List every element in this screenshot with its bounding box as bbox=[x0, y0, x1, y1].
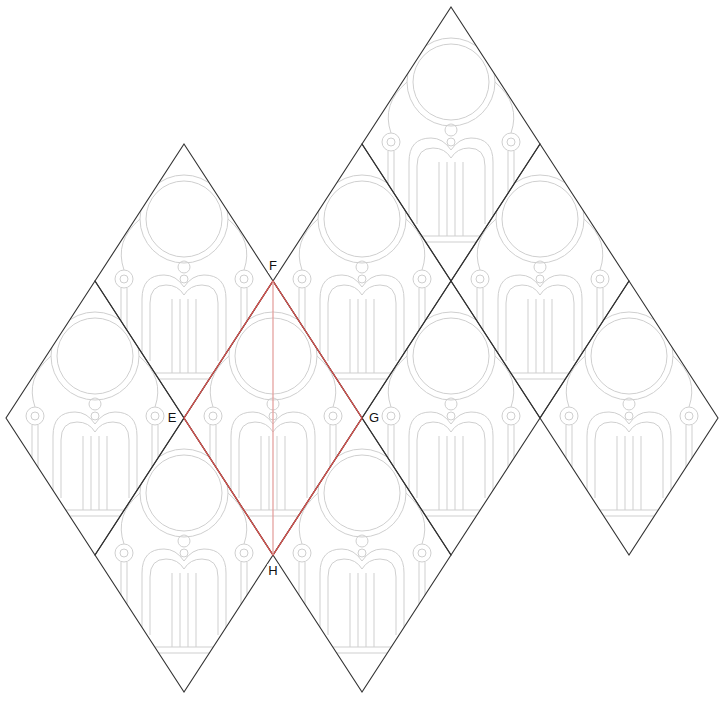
rhombus-tile bbox=[540, 281, 718, 555]
vertex-label: G bbox=[368, 411, 380, 425]
highlight-rhombus bbox=[184, 281, 362, 555]
ornament bbox=[288, 0, 723, 653]
rhombus-tile bbox=[95, 144, 273, 418]
ornament bbox=[199, 0, 703, 516]
ornament bbox=[110, 175, 614, 705]
ornament bbox=[21, 38, 525, 705]
rhombus-tile bbox=[184, 281, 362, 555]
vertex-label: F bbox=[268, 259, 278, 273]
rhombus-tile bbox=[273, 418, 451, 692]
highlight-layer bbox=[184, 281, 362, 555]
ornament bbox=[377, 38, 723, 705]
ornament bbox=[199, 38, 703, 705]
rhombus-tile bbox=[362, 281, 540, 555]
rhombus-tile bbox=[362, 7, 540, 281]
vertex-label: E bbox=[167, 411, 178, 425]
rhombus-tile bbox=[273, 144, 451, 418]
ornament bbox=[0, 38, 347, 705]
ornament bbox=[0, 175, 436, 705]
rhombus-tile bbox=[6, 281, 184, 555]
vertex-label: H bbox=[267, 564, 278, 578]
ornament bbox=[0, 0, 436, 653]
rhombus-tile bbox=[451, 144, 629, 418]
rhombus-tile bbox=[95, 418, 273, 692]
tile-outlines bbox=[6, 7, 718, 692]
diagonal-line bbox=[272, 281, 273, 555]
ornament bbox=[110, 0, 614, 653]
